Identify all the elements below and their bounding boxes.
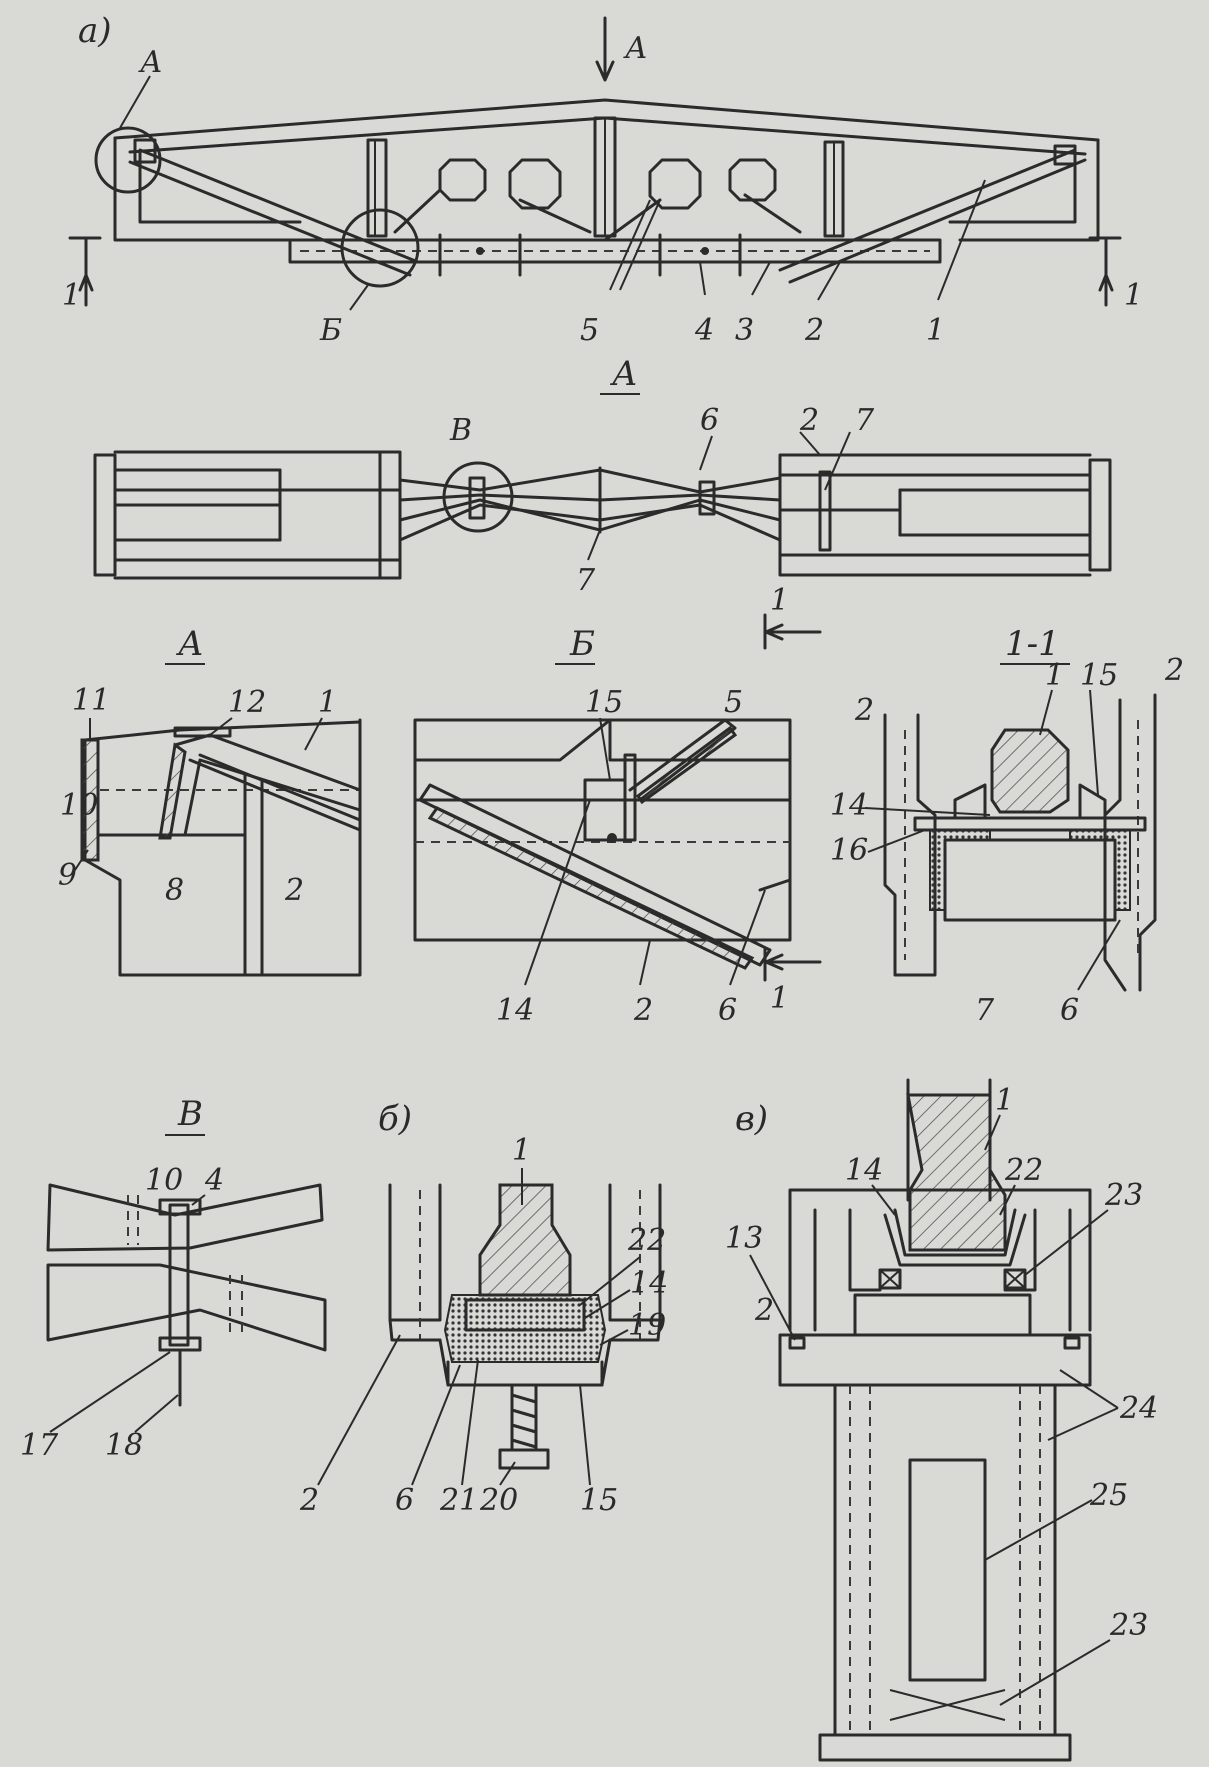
detailA-label-2: 2 xyxy=(284,873,304,908)
view-a-label: а) xyxy=(78,11,112,51)
detailA-label-8: 8 xyxy=(165,873,184,908)
detail-V: В 10 4 17 18 xyxy=(20,1094,327,1463)
detail-B: Б 1 1 15 5 14 2 6 xyxy=(413,583,822,1028)
label-3: 3 xyxy=(735,313,754,348)
b-label-22: 22 xyxy=(627,1223,666,1258)
b-label-1: 1 xyxy=(512,1133,531,1168)
section-mark-right: 1 xyxy=(1124,278,1143,313)
section-1-1: 1-1 2 1 15 2 14 16 7 6 xyxy=(830,624,1184,1028)
s11-label-15: 15 xyxy=(1080,658,1118,693)
b-label-19: 19 xyxy=(628,1308,666,1343)
b-label-21: 21 xyxy=(439,1483,478,1518)
detailB-label-14: 14 xyxy=(496,993,534,1028)
callout-A: А xyxy=(138,45,163,80)
plan-label-2: 2 xyxy=(799,403,819,438)
view-b-label: б) xyxy=(378,1099,412,1139)
plan-label-7: 7 xyxy=(855,403,875,438)
b-label-20: 20 xyxy=(479,1483,518,1518)
s11-label-14: 14 xyxy=(830,788,868,823)
v-label-23-top: 23 xyxy=(1104,1178,1143,1213)
v-label-22: 22 xyxy=(1004,1153,1043,1188)
detailV-label-17: 17 xyxy=(20,1428,59,1463)
callout-V: В xyxy=(449,413,472,448)
v-label-13: 13 xyxy=(725,1221,763,1256)
detail-A-title: А xyxy=(176,624,204,664)
plan-label-7b: 7 xyxy=(576,563,596,598)
callout-B: Б xyxy=(319,313,342,348)
label-4: 4 xyxy=(694,313,714,348)
bolt-nodes xyxy=(438,158,777,210)
view-a-elevation: а) А xyxy=(62,11,1143,348)
label-5: 5 xyxy=(580,313,599,348)
plan-view-A: А В 6 2 7 7 xyxy=(93,354,1112,598)
s11-label-2-right: 2 xyxy=(1164,653,1184,688)
b-label-15: 15 xyxy=(580,1483,618,1518)
detail-B-title: Б xyxy=(569,624,595,664)
view-v-label: в) xyxy=(735,1099,768,1139)
arrow-A-label: А xyxy=(623,31,648,66)
s11-label-2-left: 2 xyxy=(854,693,874,728)
detailB-label-15: 15 xyxy=(585,685,623,720)
v-label-1: 1 xyxy=(995,1083,1014,1118)
b-label-14: 14 xyxy=(630,1266,668,1301)
detailB-label-6: 6 xyxy=(718,993,737,1028)
plan-A-title: А xyxy=(610,354,638,394)
s11-label-16: 16 xyxy=(830,833,868,868)
detailA-label-10: 10 xyxy=(60,788,98,823)
detailA-label-11: 11 xyxy=(72,683,110,718)
detailB-label-2: 2 xyxy=(633,993,653,1028)
s11-label-7: 7 xyxy=(975,993,995,1028)
v-label-2: 2 xyxy=(754,1293,774,1328)
label-2: 2 xyxy=(804,313,824,348)
section-11-title: 1-1 xyxy=(1005,624,1060,664)
detailA-label-12: 12 xyxy=(228,685,266,720)
view-b: б) 1 22 14 19 2 6 21 20 15 xyxy=(299,1099,668,1518)
detailB-label-5: 5 xyxy=(724,685,743,720)
detail-V-title: В xyxy=(177,1094,203,1134)
v-label-24: 24 xyxy=(1119,1391,1158,1426)
v-label-14: 14 xyxy=(845,1153,883,1188)
v-label-23-bottom: 23 xyxy=(1109,1608,1148,1643)
plan-label-6: 6 xyxy=(700,403,719,438)
v-label-25: 25 xyxy=(1089,1478,1128,1513)
view-v: в) 1 14 22 23 13 2 24 xyxy=(725,1078,1158,1762)
detail-A: А 11 12 1 10 9 8 2 xyxy=(58,624,362,977)
detailV-label-10: 10 xyxy=(145,1163,183,1198)
detailB-section-bottom: 1 xyxy=(770,981,789,1016)
b-label-6: 6 xyxy=(395,1483,414,1518)
detailB-section-top: 1 xyxy=(770,583,789,618)
detailA-label-1: 1 xyxy=(318,685,337,720)
s11-label-6: 6 xyxy=(1060,993,1079,1028)
detailV-label-4: 4 xyxy=(204,1163,224,1198)
b-label-2: 2 xyxy=(299,1483,319,1518)
detailV-label-18: 18 xyxy=(105,1428,143,1463)
label-1: 1 xyxy=(926,313,945,348)
s11-label-1: 1 xyxy=(1045,658,1064,693)
detailA-label-9: 9 xyxy=(58,858,77,893)
section-mark-left: 1 xyxy=(62,278,81,313)
